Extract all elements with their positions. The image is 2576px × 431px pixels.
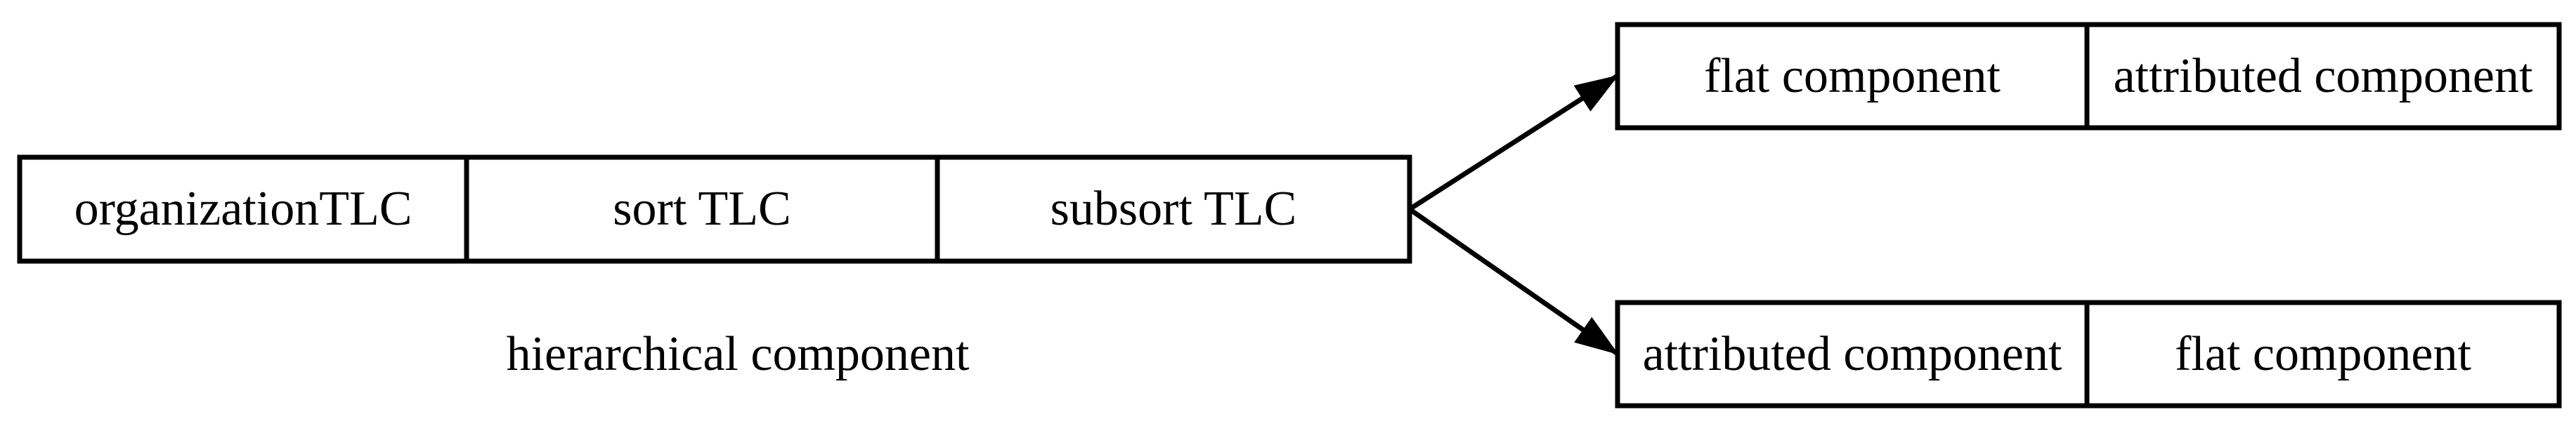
lower-cell-attributed-component: attributed component (1620, 305, 2084, 403)
hierarchical-caption: hierarchical component (506, 327, 970, 381)
hierarchical-cell-sort-tlc: sort TLC (469, 160, 935, 258)
hierarchical-cell-organization-tlc: organizationTLC (22, 160, 464, 258)
edge-to-upper-record (1408, 74, 1619, 211)
lower-cell-flat-component: flat component (2090, 305, 2556, 403)
upper-cell-flat-component: flat component (1620, 27, 2084, 125)
edge-to-lower-record (1408, 207, 1619, 356)
hierarchical-cell-subsort-tlc: subsort TLC (940, 160, 1407, 258)
upper-cell-attributed-component: attributed component (2090, 27, 2556, 125)
